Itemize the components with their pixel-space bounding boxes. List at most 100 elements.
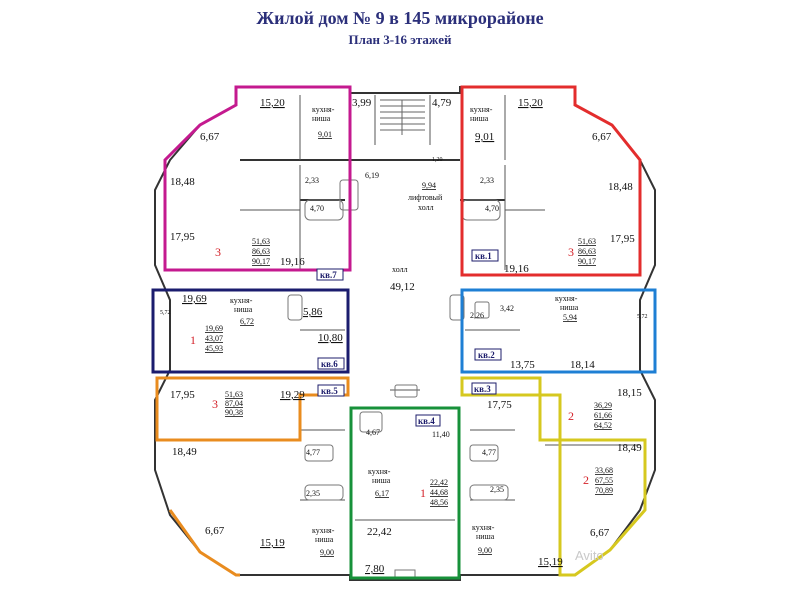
apt7-area-1: 51,63 [252, 237, 270, 246]
room-area-bm-467: 4,67 [366, 428, 380, 437]
room-area-tl-19: 19,16 [280, 256, 305, 268]
bathroom-fixtures [287, 179, 509, 579]
apt4-rooms: 1 [420, 486, 426, 500]
room-area-bl-1849: 18,49 [172, 446, 197, 458]
apt7-area-3: 90,17 [252, 257, 270, 266]
room-area-br-1849: 18,49 [617, 442, 642, 454]
apt2-area-2: 61,66 [594, 411, 612, 420]
stair-left-area: 3,99 [352, 97, 372, 109]
room-area-tl-bay: 6,67 [200, 131, 220, 143]
lift-hall-label-2: холл [418, 203, 434, 212]
apt2-rooms: 2 [568, 409, 574, 423]
room-area-tr-bath: 2,33 [480, 176, 494, 185]
room-area-mr-1814: 18,14 [570, 359, 595, 371]
room-area-br-kitchen: 9,00 [478, 546, 492, 555]
apt3-area-1: 33,68 [595, 466, 613, 475]
room-area-tl-17: 17,95 [170, 231, 195, 243]
kitchen-label-mr-2: ниша [560, 303, 579, 312]
apt1-tag: кв.1 [475, 251, 492, 261]
room-area-ml-1969: 19,69 [182, 293, 207, 305]
apartment-5-lower-outline [168, 509, 240, 577]
stair-right-area: 4,79 [432, 97, 452, 109]
apartment-6-outline [151, 288, 350, 374]
hall-area: 49,12 [390, 281, 415, 293]
room-area-br-667: 6,67 [590, 527, 610, 539]
apt6-tag: кв.6 [321, 359, 338, 369]
apt4-area-3: 48,56 [430, 498, 448, 507]
interior-walls [220, 95, 640, 521]
plan-title: Жилой дом № 9 в 145 микрорайоне [256, 8, 544, 28]
room-area-bl-1795: 17,95 [170, 389, 195, 401]
kitchen-label-bl-2: ниша [315, 535, 334, 544]
room-area-ml-572: 5,72 [160, 310, 171, 316]
room-area-mr-572: 5,72 [637, 314, 648, 320]
apt7-area-2: 86,63 [252, 247, 270, 256]
room-area-tr-bed: 15,20 [518, 97, 543, 109]
building-walls [154, 86, 656, 581]
room-area-tr-17: 17,95 [610, 233, 635, 245]
apt6-area-2: 43,07 [205, 334, 223, 343]
apt2-area-3: 64,52 [594, 421, 612, 430]
kitchen-label-ml-2: ниша [234, 305, 253, 314]
kitchen-label-bl: кухня- [312, 526, 335, 535]
room-area-tl-wc: 4,70 [310, 204, 324, 213]
room-area-bl-477: 4,77 [306, 448, 320, 457]
apt5-rooms: 3 [212, 397, 218, 411]
room-area-bl-1519: 15,19 [260, 537, 285, 549]
room-area-br-477: 4,77 [482, 448, 496, 457]
room-area-ml-586: 5,86 [303, 306, 323, 318]
room-area-bm-780: 7,80 [365, 563, 385, 575]
room-area-120: 1,20 [432, 157, 443, 163]
staircase [380, 99, 425, 135]
kitchen-label-mr: кухня- [555, 294, 578, 303]
room-area-br-235: 2,35 [490, 485, 504, 494]
apartment-7-outline [163, 85, 352, 272]
kitchen-label-br: кухня- [472, 523, 495, 532]
watermark: Avito [575, 548, 604, 563]
kitchen-label-tr-2: ниша [470, 114, 489, 123]
apartment-4-outline [349, 406, 461, 580]
apt3-area-3: 70,89 [595, 486, 613, 495]
kitchen-label-tl-2: ниша [312, 114, 331, 123]
kitchen-label-ml: кухня- [230, 296, 253, 305]
apt5-area-3: 90,38 [225, 408, 243, 417]
apt3-area-2: 67,55 [595, 476, 613, 485]
room-area-mr-342: 3,42 [500, 304, 514, 313]
apt2-area-1: 36,29 [594, 401, 612, 410]
kitchen-label-tl: кухня- [312, 105, 335, 114]
room-area-tl-bed: 15,20 [260, 97, 285, 109]
room-area-tr-wc: 4,70 [485, 204, 499, 213]
room-area-tl-18: 18,48 [170, 176, 195, 188]
room-area-bm-1140: 11,40 [432, 430, 450, 439]
apartment-5-outline [155, 376, 350, 442]
room-area-bl-667: 6,67 [205, 525, 225, 537]
room-area-bm-2242: 22,42 [367, 526, 392, 538]
lift-hall-area: 9,94 [422, 181, 436, 190]
room-area-bl-235: 2,35 [306, 489, 320, 498]
apt1-rooms: 3 [568, 245, 574, 259]
room-area-tl-kitchen: 9,01 [318, 130, 332, 139]
kitchen-label-br-2: ниша [476, 532, 495, 541]
room-area-tl-bath: 2,33 [305, 176, 319, 185]
room-area-tr-bay: 6,67 [592, 131, 612, 143]
apt5-area-2: 87,04 [225, 399, 243, 408]
room-area-br-1519: 15,19 [538, 556, 563, 568]
apartment-1-outline [460, 85, 642, 277]
room-area-mr-1375: 13,75 [510, 359, 535, 371]
apt1-area-3: 90,17 [578, 257, 596, 266]
apt1-area-2: 86,63 [578, 247, 596, 256]
room-area-619: 6,19 [365, 171, 379, 180]
room-area-br-1815: 18,15 [617, 387, 642, 399]
room-area-mr-kitchen: 5,94 [563, 313, 577, 322]
room-area-tr-18: 18,48 [608, 181, 633, 193]
apt6-area-1: 19,69 [205, 324, 223, 333]
apt2-tag: кв.2 [478, 350, 495, 360]
apt5-tag: кв.5 [321, 386, 338, 396]
room-area-bl-kitchen: 9,00 [320, 548, 334, 557]
room-area-bl-1929: 19,29 [280, 389, 305, 401]
apt6-area-3: 45,93 [205, 344, 223, 353]
apt4-area-1: 22,42 [430, 478, 448, 487]
room-area-tr-kitchen: 9,01 [475, 131, 494, 143]
room-area-ml-1080: 10,80 [318, 332, 343, 344]
room-area-tr-19: 19,16 [504, 263, 529, 275]
